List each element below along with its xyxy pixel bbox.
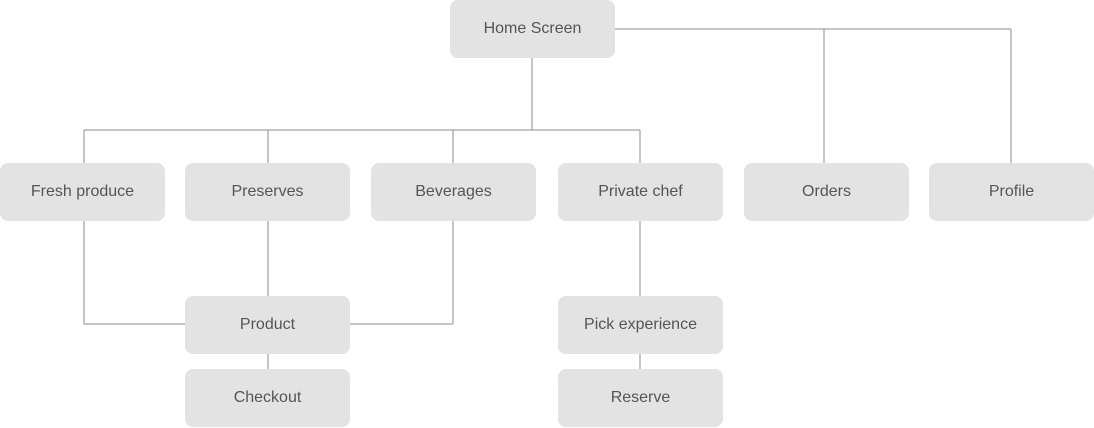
node-profile[interactable]: Profile xyxy=(929,163,1094,221)
node-label: Pick experience xyxy=(584,316,697,333)
node-label: Profile xyxy=(988,183,1035,200)
node-label: Orders xyxy=(802,183,851,200)
node-label: Checkout xyxy=(233,389,302,406)
node-label: Beverages xyxy=(415,183,492,200)
node-product[interactable]: Product xyxy=(185,296,350,354)
node-label: Preserves xyxy=(231,183,304,200)
node-orders[interactable]: Orders xyxy=(744,163,909,221)
node-label: Reserve xyxy=(610,389,671,406)
node-beverages[interactable]: Beverages xyxy=(371,163,536,221)
node-label: Private chef xyxy=(598,183,683,200)
node-preserves[interactable]: Preserves xyxy=(185,163,350,221)
node-private-chef[interactable]: Private chef xyxy=(558,163,723,221)
node-fresh-produce[interactable]: Fresh produce xyxy=(0,163,165,221)
node-home-screen[interactable]: Home Screen xyxy=(450,0,615,58)
node-label: Fresh produce xyxy=(30,183,135,200)
node-reserve[interactable]: Reserve xyxy=(558,369,723,427)
node-pick-experience[interactable]: Pick experience xyxy=(558,296,723,354)
node-label: Product xyxy=(239,316,296,333)
node-checkout[interactable]: Checkout xyxy=(185,369,350,427)
node-label: Home Screen xyxy=(483,20,582,37)
